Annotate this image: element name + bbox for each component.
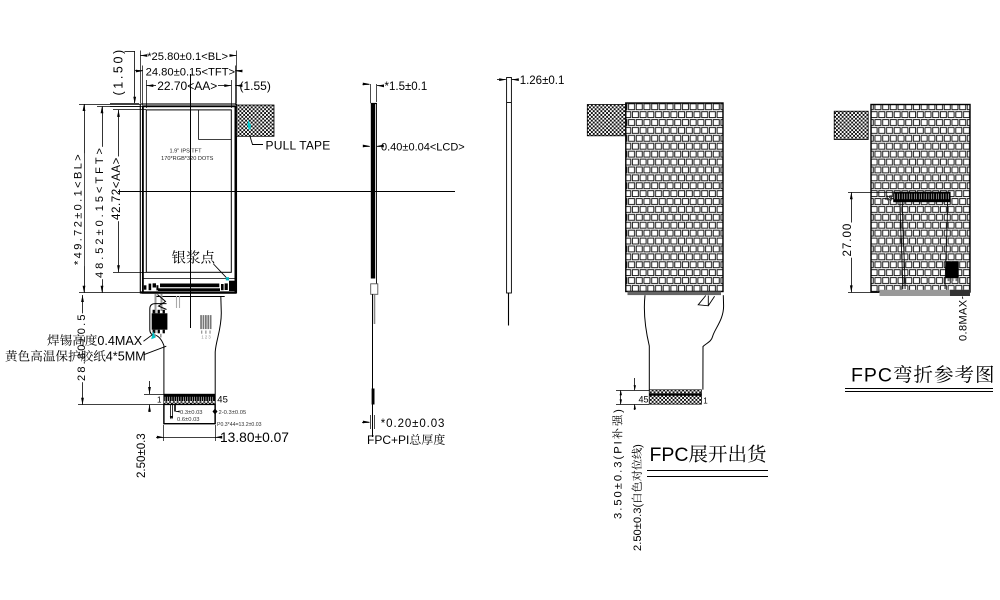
svg-text:170*RGB*320 DOTS: 170*RGB*320 DOTS [161,156,214,162]
svg-text:42.72<AA>: 42.72<AA> [111,157,123,220]
svg-text:FPC: FPC [851,365,893,387]
svg-text:13.80±0.07: 13.80±0.07 [220,430,289,445]
svg-text:3.50±0.3(PI: 3.50±0.3(PI [613,439,625,519]
svg-text:1.26±0.1: 1.26±0.1 [520,75,565,87]
svg-text:0.8MAX: 0.8MAX [958,299,970,341]
svg-text:0.6±0.03: 0.6±0.03 [177,417,200,423]
svg-text:2.50±0.3: 2.50±0.3 [136,433,148,478]
svg-text:1: 1 [157,395,162,404]
svg-text:1.9" IPS TFT: 1.9" IPS TFT [169,149,202,155]
svg-text:0.4MAX: 0.4MAX [97,334,142,348]
svg-text:45: 45 [885,195,893,202]
svg-text:FPC: FPC [650,444,689,466]
svg-text:24.80±0.15<TFT>: 24.80±0.15<TFT> [146,66,235,78]
svg-text:*1.5±0.1: *1.5±0.1 [385,81,428,93]
svg-text:P0.3*44=13.2±0.03: P0.3*44=13.2±0.03 [217,422,262,428]
svg-text:22.70<AA>: 22.70<AA> [157,79,217,93]
svg-text:48.52±0.15<TFT>: 48.52±0.15<TFT> [94,145,106,278]
svg-text:2.50±0.3(: 2.50±0.3( [632,504,644,551]
svg-text:*49.72±0.1<BL>: *49.72±0.1<BL> [73,152,85,265]
svg-text:27.00: 27.00 [842,223,854,257]
svg-text:FPC+PI: FPC+PI [367,433,409,447]
svg-text:*0.20±0.03: *0.20±0.03 [381,418,446,430]
svg-text:2-0.3±0.05: 2-0.3±0.05 [219,410,247,416]
svg-text:1 2 3: 1 2 3 [201,335,211,340]
svg-text:(1.50): (1.50) [112,47,126,95]
svg-text:*25.80±0.1<BL>: *25.80±0.1<BL> [147,51,228,63]
svg-text:4*5MM: 4*5MM [106,350,146,364]
svg-text:28.80±0.5: 28.80±0.5 [76,312,88,381]
svg-text:1: 1 [703,397,708,406]
svg-text:45: 45 [639,394,649,404]
svg-text:0.40±0.04<LCD>: 0.40±0.04<LCD> [381,141,465,153]
svg-text:45: 45 [217,395,228,406]
svg-text:): ) [613,407,625,413]
svg-text:): ) [632,444,644,448]
svg-text:(1.55): (1.55) [240,79,271,93]
svg-text:0.3±0.03: 0.3±0.03 [180,410,203,416]
svg-text:PULL TAPE: PULL TAPE [266,138,331,152]
